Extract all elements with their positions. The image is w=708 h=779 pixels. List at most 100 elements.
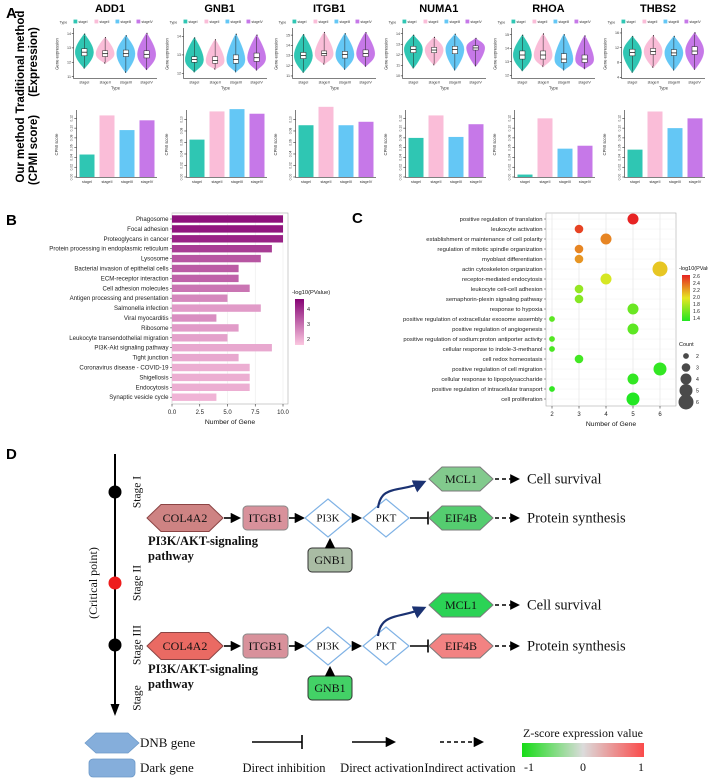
legend-label: stageI — [188, 20, 197, 24]
go-term-label: positive regulation of cell migration — [452, 367, 542, 373]
y-tick-label: 0.00 — [508, 174, 512, 181]
zscore-tick-label: 1 — [638, 760, 644, 774]
x-tick-label: stageII — [100, 81, 111, 85]
outlier-dot — [563, 68, 565, 70]
x-tick-label: stageI — [627, 81, 637, 85]
go-term-dot — [574, 354, 584, 364]
go-term-label: cellular response to lipopolysaccharide — [441, 377, 543, 383]
y-tick-label: 14 — [177, 35, 181, 39]
go-term-label: positive regulation of angiogenesis — [452, 327, 542, 333]
size-legend-label: 3 — [696, 365, 699, 371]
size-legend-dot — [678, 394, 694, 410]
node-pkt — [362, 498, 410, 538]
cpmi-bar — [338, 125, 354, 177]
enrichment-bar — [172, 254, 261, 263]
y-axis-title: Gene expression — [55, 38, 60, 70]
y-tick-label: 0.10 — [289, 116, 293, 123]
x-tick-label: stageIV — [141, 180, 154, 184]
legend-tick-label: 2 — [307, 337, 310, 343]
size-legend-label: 5 — [696, 388, 699, 394]
size-legend-dot — [680, 373, 692, 385]
x-tick-label: stageII — [430, 180, 441, 184]
cpmi-bar — [298, 125, 314, 177]
size-legend-dot — [681, 363, 691, 372]
enrichment-bar — [172, 363, 250, 372]
cpmi-bar — [79, 154, 95, 177]
y-tick-label: 0.00 — [179, 174, 183, 181]
legend-tick-label: 4 — [307, 307, 310, 313]
legend-label: stageII — [100, 20, 110, 24]
go-term-label: semaphorin-plexin signaling pathway — [446, 297, 543, 303]
outlier-dot — [673, 35, 675, 37]
y-tick-label: 0.00 — [618, 174, 622, 181]
legend-swatch — [444, 19, 449, 24]
x-tick-label: stageIII — [339, 81, 351, 85]
legend-label: stageII — [538, 20, 548, 24]
x-tick-label: stageII — [648, 81, 659, 85]
pathway-term-label: Phagosome — [136, 216, 169, 223]
x-tick-label: stageIII — [450, 180, 462, 184]
cpmi-bar — [408, 137, 424, 177]
go-term-dot — [600, 233, 612, 245]
x-tick-label: stageI — [82, 180, 92, 184]
legend-label: stageI — [298, 20, 307, 24]
outlier-dot — [84, 34, 86, 36]
panel-c-label: C — [352, 210, 363, 227]
go-term-dot — [574, 254, 584, 264]
output-label-synthesis: Protein synthesis — [527, 639, 626, 655]
x-tick-label: stageIII — [449, 81, 461, 85]
y-tick-label: 0.12 — [618, 115, 622, 122]
outlier-dot — [584, 68, 586, 70]
x-axis-title: Type — [330, 86, 340, 91]
legend-swatch — [334, 19, 339, 24]
outlier-dot — [303, 34, 305, 36]
outlier-dot — [105, 36, 106, 38]
outlier-dot — [256, 35, 258, 37]
outlier-dot — [145, 67, 147, 69]
x-tick-label: stageII — [319, 81, 330, 85]
x-tick-label: stageIV — [360, 180, 373, 184]
x-axis-title: Type — [111, 86, 121, 91]
go-term-label: response to hypoxia — [490, 307, 543, 313]
legend-label: stageIV — [361, 20, 373, 24]
outlier-dot — [345, 32, 346, 34]
legend-label: stageIII — [230, 20, 241, 24]
go-term-label: positive regulation of translation — [460, 217, 543, 223]
legend-title: Type — [60, 20, 68, 24]
y-tick-label: 0.12 — [398, 115, 402, 122]
x-tick-label: stageI — [299, 81, 309, 85]
y-axis-title: CPMI score — [492, 133, 497, 156]
legend-swatch — [115, 19, 120, 24]
arrow-pkt-mcl1 — [376, 606, 427, 637]
legend-label: stageIV — [690, 20, 702, 24]
legend-tick-label: 3 — [307, 322, 310, 328]
color-legend-tick: 2.2 — [693, 288, 700, 294]
x-tick-label: stageIII — [120, 81, 132, 85]
size-legend-dot — [683, 353, 689, 359]
pathway-term-label: Focal adhesion — [127, 226, 168, 233]
cpmi-bar — [647, 111, 663, 177]
outlier-dot — [673, 69, 675, 71]
y-tick-label: 0.02 — [398, 164, 402, 171]
gene-title: GNB1 — [204, 3, 235, 15]
legend-label: stageI — [627, 20, 636, 24]
outlier-dot — [84, 33, 86, 35]
y-tick-label: 0.02 — [508, 164, 512, 171]
cpmi-bar — [139, 120, 155, 177]
cpmi-bar — [667, 128, 683, 177]
x-axis-title: Type — [659, 86, 669, 91]
outlier-dot — [145, 69, 147, 71]
y-tick-label: 0.04 — [70, 154, 74, 161]
y-tick-label: 0.10 — [70, 125, 74, 132]
pathway-term-label: PI3K-Akt signaling pathway — [94, 345, 169, 352]
x-tick-label: stageII — [209, 81, 220, 85]
go-term-label: regulation of mitotic spindle organizati… — [437, 247, 542, 253]
go-term-dot — [627, 373, 639, 385]
go-term-label: myoblast differentiation — [482, 257, 542, 263]
y-tick-label: 0.04 — [289, 151, 293, 158]
